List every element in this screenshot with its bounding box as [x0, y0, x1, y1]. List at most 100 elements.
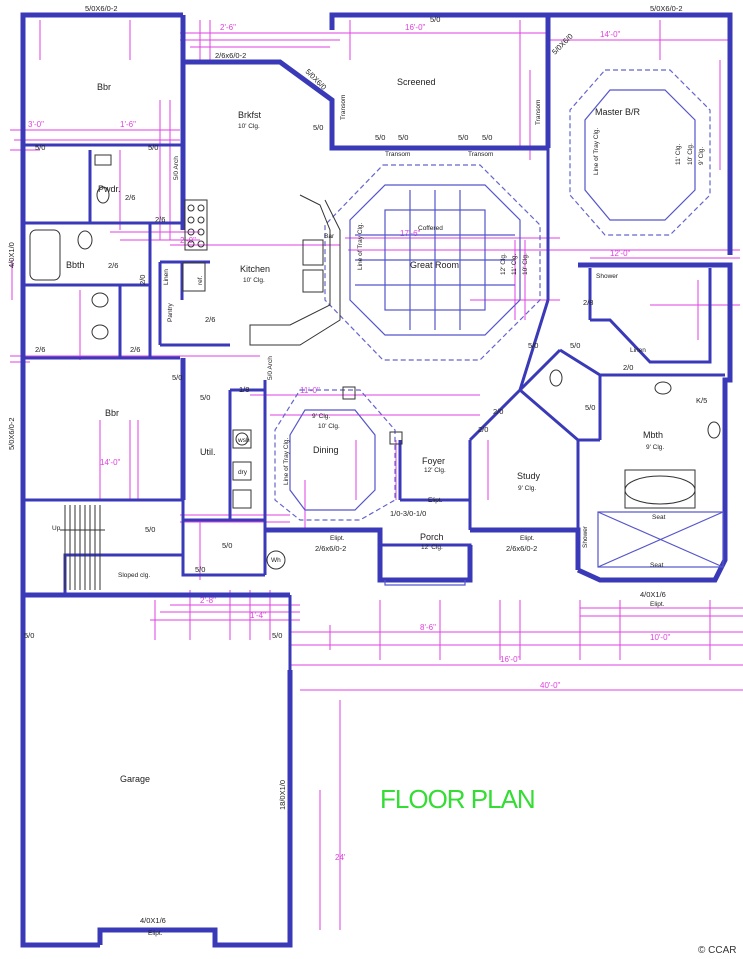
room-bedroom-top: Bbr: [97, 82, 111, 92]
room-sloped: Sloped clg.: [118, 572, 150, 579]
svg-text:24': 24': [335, 853, 346, 862]
room-breakfast: Brkfst: [238, 110, 262, 120]
plan-title: FLOOR PLAN: [380, 784, 535, 814]
door-50-d: 5/0: [375, 133, 385, 142]
room-porch: Porch: [420, 532, 444, 542]
room-screened: Screened: [397, 77, 436, 87]
door-18: 1/8: [239, 385, 249, 394]
room-seat-2: Seat: [650, 562, 664, 569]
door-50-o: 5/0: [195, 565, 205, 574]
note-master-ceiling-2: 10' Clg.: [687, 143, 694, 165]
door-20-c: 2/0: [478, 425, 488, 434]
window-side-left: 4/0X1/0: [7, 242, 16, 268]
window-porch: 1/0-3/0-1/0: [390, 509, 426, 518]
door-26-b: 2/6: [155, 215, 165, 224]
svg-text:3'-0": 3'-0": [28, 120, 44, 129]
room-labels: Bbr Brkfst 10' Clg. Screened Master B/R …: [52, 77, 666, 784]
note-master-ceiling-3: 9' Clg.: [698, 147, 705, 165]
door-20-b: 2/0: [493, 407, 503, 416]
window-master-bottom: 4/0X1/6: [640, 590, 666, 599]
eliptical-3: Elipt.: [428, 497, 443, 504]
eliptical-1: Elipt.: [330, 535, 345, 542]
room-study-ceiling: 9' Clg.: [518, 485, 536, 492]
room-seat-1: Seat: [652, 514, 666, 521]
room-up: Up: [52, 525, 61, 532]
fixture-ref: ref.: [197, 275, 204, 285]
note-great-ceiling-2: 11' Clg.: [511, 253, 518, 275]
ceiling-notes: Line of Tray Clg. Line of Tray Clg. Line…: [283, 127, 705, 485]
room-porch-ceiling: 12' Clg.: [421, 544, 443, 551]
door-50-c: 5/0: [313, 123, 323, 132]
room-foyer-ceiling: 12' Clg.: [424, 467, 446, 474]
door-50-p: 5/0: [24, 631, 34, 640]
door-50-j: 5/0: [528, 341, 538, 350]
copyright: © CCAR: [698, 945, 736, 956]
svg-text:10'-0": 10'-0": [650, 633, 671, 642]
door-50-q: 5/0: [272, 631, 282, 640]
svg-text:14'-0": 14'-0": [600, 30, 621, 39]
svg-text:16'-0": 16'-0": [500, 655, 521, 664]
window-transom-3: Transom: [468, 151, 493, 158]
fixture-dryer: dry: [238, 469, 248, 476]
room-garage: Garage: [120, 774, 150, 784]
room-dining-ceiling: 9' Clg.: [312, 413, 330, 420]
room-coffered: Coffered: [418, 225, 443, 232]
window-brkfst: 2/6x6/0-2: [215, 51, 246, 60]
note-great-ceiling-1: 12' Clg.: [500, 253, 507, 275]
room-powder: Pwdr.: [98, 184, 121, 194]
room-foyer: Foyer: [422, 456, 445, 466]
room-kitchen: Kitchen: [240, 264, 270, 274]
door-arch-2: 5/0 Arch: [267, 356, 274, 380]
room-breakfast-ceiling: 10' Clg.: [238, 123, 260, 130]
note-tray-dining: Line of Tray Clg.: [283, 437, 290, 485]
note-master-ceiling-1: 11' Clg.: [675, 143, 682, 165]
door-26-f: 2/6: [205, 315, 215, 324]
garage-door: 18/0X1/0: [278, 780, 287, 810]
svg-text:1'-6": 1'-6": [120, 120, 136, 129]
eliptical-4: Elipt.: [148, 930, 163, 937]
door-26-c: 2/6: [108, 261, 118, 270]
svg-text:2'-8": 2'-8": [200, 596, 216, 605]
room-shower-2: Shower: [582, 525, 589, 548]
door-20-d: 2/0: [623, 363, 633, 372]
room-master-bath-ceiling: 9' Clg.: [646, 444, 664, 451]
room-study: Study: [517, 471, 541, 481]
svg-text:16'-0": 16'-0": [405, 23, 426, 32]
svg-text:14'-0": 14'-0": [100, 458, 121, 467]
eliptical-2: Elipt.: [520, 535, 535, 542]
room-linen-master: Linen: [630, 347, 646, 354]
svg-text:2'-6": 2'-6": [220, 23, 236, 32]
door-50-g: 5/0: [482, 133, 492, 142]
door-50-n: 5/0: [222, 541, 232, 550]
door-26-d: 2/6: [35, 345, 45, 354]
door-50-f: 5/0: [458, 133, 468, 142]
fixture-washer: wsh: [237, 437, 250, 444]
door-26-e: 2/6: [130, 345, 140, 354]
note-tray-master: Line of Tray Clg.: [593, 127, 600, 175]
fixture-bar: Bar: [324, 233, 335, 240]
door-20-a: 2/0: [138, 275, 147, 285]
window-bay-2: 5/0X6/0: [550, 32, 575, 57]
room-bedroom-mid: Bbr: [105, 408, 119, 418]
door-50-k: 5/0: [570, 341, 580, 350]
window-transom-1: Transom: [340, 95, 347, 120]
eliptical-5: Elipt.: [650, 601, 665, 608]
window-top-right: 5/0X6/0-2: [650, 4, 683, 13]
room-shower: Shower: [596, 273, 619, 280]
door-50-m: 5/0: [145, 525, 155, 534]
room-wh: Wh: [271, 557, 281, 564]
dimension-lines: [10, 20, 743, 930]
window-front-left: 2/6x6/0-2: [315, 544, 346, 553]
room-kitchen-ceiling: 10' Clg.: [243, 277, 265, 284]
svg-text:2'-0": 2'-0": [180, 236, 196, 245]
window-garage: 4/0X1/6: [140, 916, 166, 925]
window-top-mid: 5/0: [430, 15, 440, 24]
door-50-i: 5/0: [200, 393, 210, 402]
room-pantry: Pantry: [167, 302, 174, 322]
door-k5: K/5: [696, 396, 707, 405]
window-top-left: 5/0X6/0-2: [85, 4, 118, 13]
room-great-room: Great Room: [410, 260, 459, 270]
door-50-e: 5/0: [398, 133, 408, 142]
door-50-h: 5/0: [172, 373, 182, 382]
